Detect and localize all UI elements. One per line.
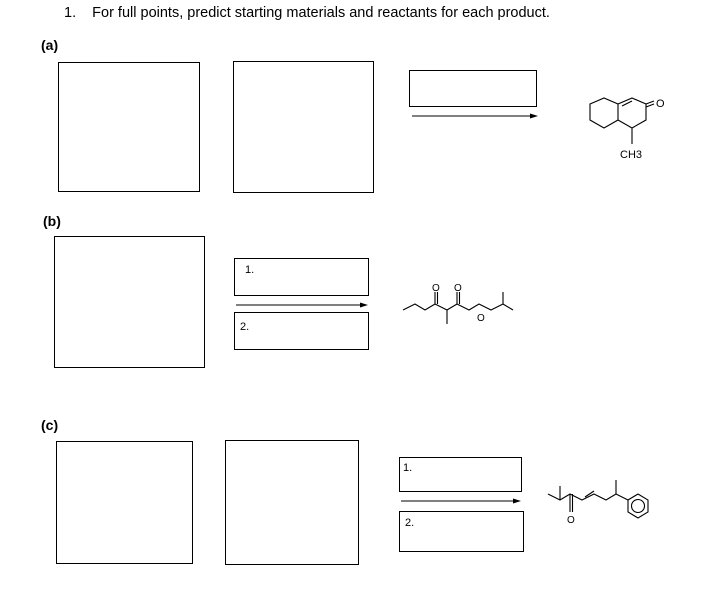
- part-a-product-structure: O CH3: [589, 97, 665, 161]
- part-c-ketone-o: O: [567, 515, 575, 526]
- part-b-label: (b): [43, 213, 61, 229]
- question-number: 1.: [64, 5, 77, 21]
- part-a-answer-box-2[interactable]: [233, 61, 374, 193]
- part-a-methyl-label: CH3: [620, 149, 642, 161]
- part-a-carbonyl-o: O: [656, 98, 665, 110]
- part-c-answer-box-2[interactable]: [225, 440, 359, 565]
- part-a-reagent-box[interactable]: [409, 70, 537, 107]
- part-c-step1-label: 1.: [403, 462, 413, 474]
- question-text: For full points, predict starting materi…: [92, 5, 550, 21]
- part-b-step1-box[interactable]: 1.: [234, 258, 369, 296]
- part-a-label: (a): [41, 37, 59, 53]
- part-c-product-structure: O: [547, 480, 649, 526]
- part-c-step1-box[interactable]: 1.: [399, 457, 522, 492]
- question-heading: 1. For full points, predict starting mat…: [64, 5, 550, 21]
- part-c-step2-box[interactable]: 2.: [399, 511, 524, 552]
- part-a-answer-box-1[interactable]: [58, 62, 200, 192]
- part-c-step2-label: 2.: [405, 517, 415, 529]
- part-b-step2-box[interactable]: 2.: [234, 312, 369, 350]
- part-c-label: (c): [41, 417, 59, 433]
- part-b-step1-label: 1.: [245, 264, 255, 276]
- part-b-ester-carbonyl-o: O: [454, 283, 462, 294]
- part-c-answer-box-1[interactable]: [56, 441, 193, 564]
- part-b-product-structure: O O O: [402, 283, 514, 324]
- part-b-ketone-o: O: [432, 283, 440, 294]
- part-b-ester-o: O: [477, 313, 485, 324]
- part-b-step2-label: 2.: [240, 321, 250, 333]
- part-b-answer-box[interactable]: [54, 236, 205, 368]
